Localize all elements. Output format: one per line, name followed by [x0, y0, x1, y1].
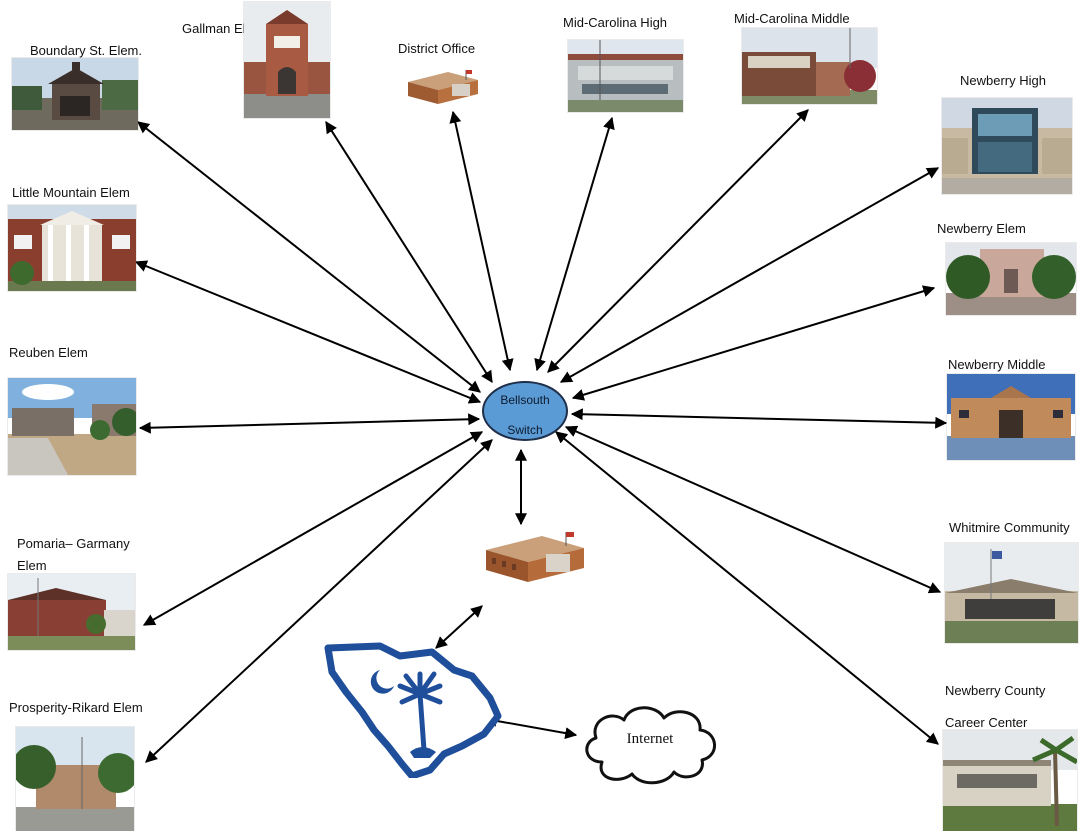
hub-label-line2: Switch	[507, 423, 543, 437]
link-nbelem	[571, 285, 936, 401]
photo-littlemtn	[8, 205, 136, 291]
label-reuben: Reuben Elem	[9, 345, 88, 360]
link-mcmiddle	[547, 109, 809, 373]
photo-mcmiddle	[742, 28, 877, 104]
photo-nbelem	[946, 243, 1076, 315]
hub-label-line1: Bellsouth	[500, 393, 550, 407]
internet-cloud-icon	[585, 706, 716, 785]
photo-nbmiddle	[947, 374, 1075, 460]
label-nbelem: Newberry Elem	[937, 221, 1026, 236]
photo-nbhigh	[942, 98, 1072, 194]
district-office-building-icon	[402, 66, 482, 106]
label-mchigh: Mid-Carolina High	[563, 15, 668, 30]
south-carolina-state-icon	[322, 642, 502, 780]
link-state	[435, 605, 483, 649]
label-nbhigh: Newberry High	[960, 73, 1046, 88]
label-pomaria-line1: Pomaria– Garmany	[17, 536, 130, 551]
label-career-line2: Career Center	[945, 715, 1028, 730]
label-boundary: Boundary St. Elem.	[30, 43, 142, 58]
label-prosperity: Prosperity-Rikard Elem	[9, 700, 143, 715]
link-prosperity	[145, 439, 493, 763]
label-mcmiddle: Mid-Carolina Middle	[734, 11, 850, 26]
link-boundary	[137, 121, 481, 393]
label-career-line1: Newberry County	[945, 683, 1046, 698]
photo-reuben	[8, 378, 136, 475]
link-mchigh	[534, 116, 615, 372]
photo-whitmire	[945, 543, 1078, 643]
link-internet	[484, 714, 578, 740]
photo-gallman	[244, 2, 330, 118]
link-district	[449, 110, 514, 372]
bellsouth-switch: Bellsouth Switch	[482, 381, 568, 441]
photo-boundary	[12, 58, 138, 130]
label-gallman: Gallman Elem	[182, 21, 264, 36]
label-littlemtn: Little Mountain Elem	[12, 185, 130, 200]
link-career	[555, 431, 939, 745]
link-nbmiddle	[570, 408, 948, 429]
photo-career	[943, 730, 1077, 831]
link-nbhigh	[559, 167, 940, 383]
label-nbmiddle: Newberry Middle	[948, 357, 1046, 372]
link-littlemtn	[134, 260, 482, 404]
photo-mchigh	[568, 40, 683, 112]
label-district: District Office	[398, 41, 476, 56]
link-reuben	[138, 413, 481, 434]
photo-prosperity	[16, 727, 134, 831]
link-gallman	[325, 120, 493, 384]
central-building-icon	[482, 528, 588, 586]
photo-pomaria	[8, 574, 135, 650]
internet-label: Internet	[626, 731, 674, 747]
link-pomaria	[142, 431, 484, 626]
label-whitmire: Whitmire Community	[949, 520, 1070, 535]
label-pomaria-line2: Elem	[17, 558, 47, 573]
link-whitmire	[564, 425, 942, 594]
